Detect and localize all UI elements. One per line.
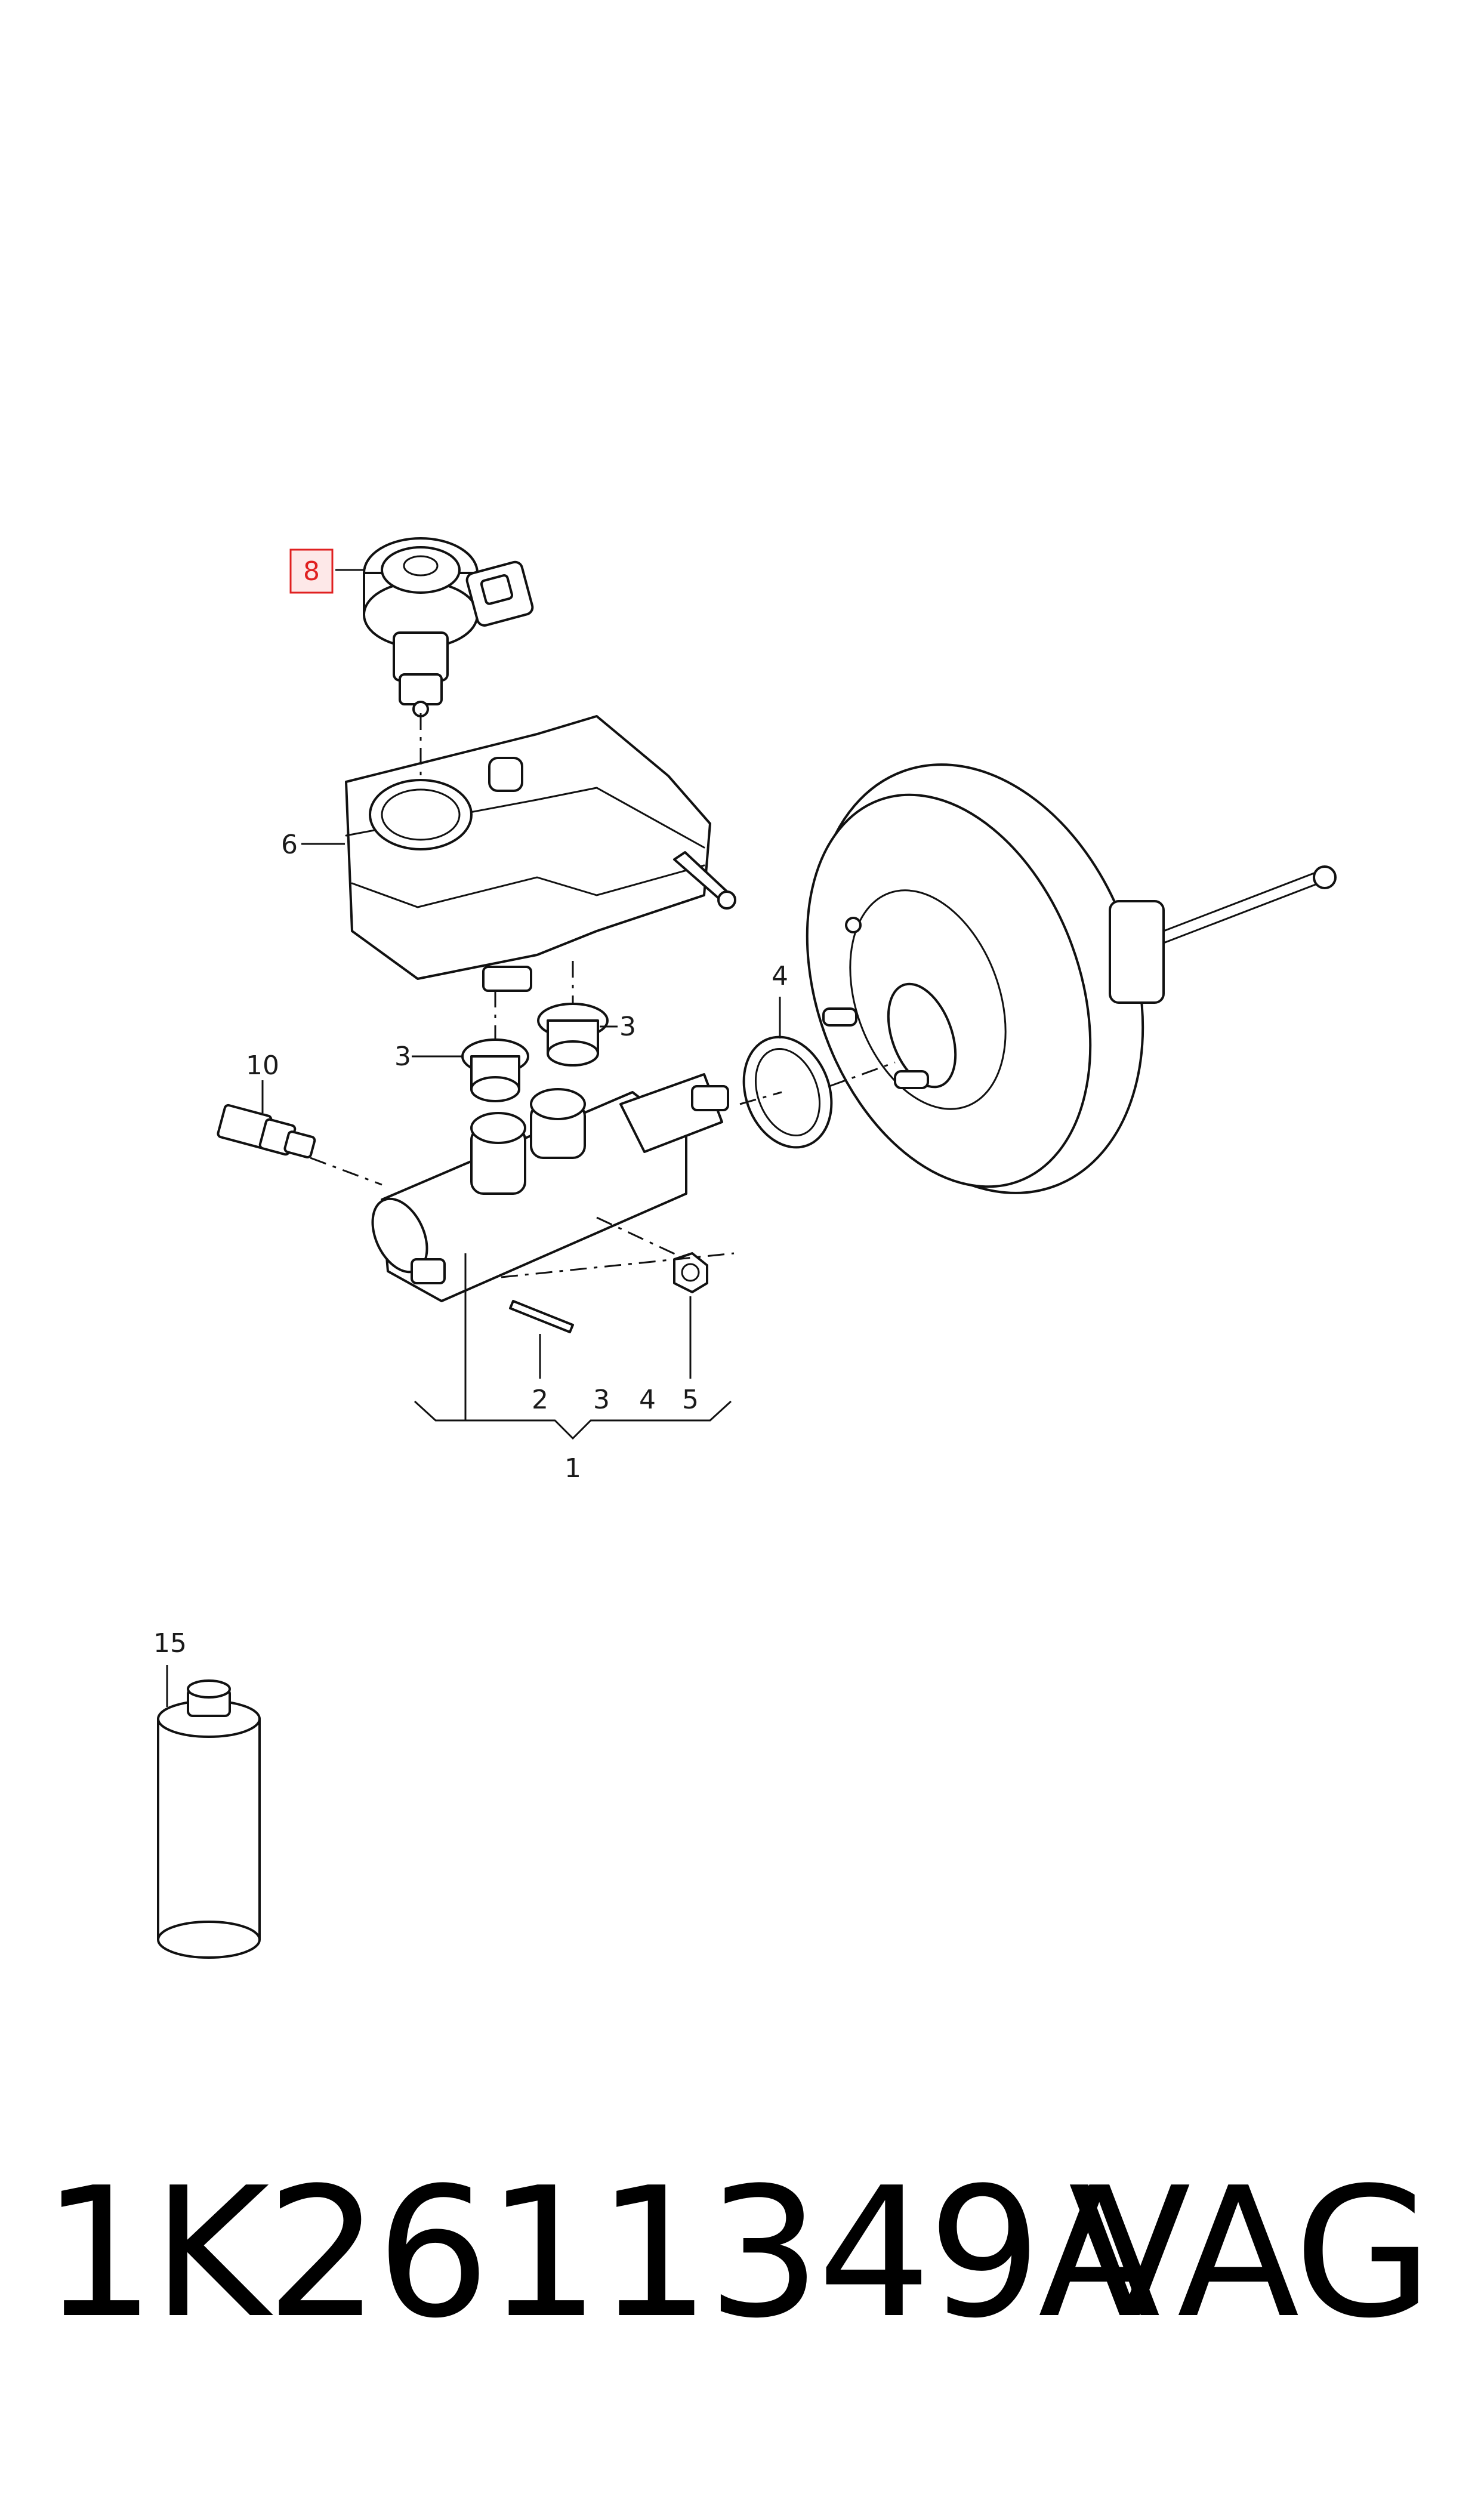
reservoir-cap-sensor [363,537,534,717]
guide-lines [310,713,896,1278]
parts-diagram: 8 6 3 3 4 10 2 3 4 5 1 15 [153,537,1337,1959]
callout-highlight-box [289,548,334,594]
callout-4[interactable]: 4 [772,961,788,991]
brand-name: VAG [1068,2149,1433,2357]
nut [673,1252,708,1293]
callout-3[interactable]: 3 [619,1012,636,1042]
seal-grommet [537,1003,609,1067]
callout-1[interactable]: 1 [564,1453,581,1484]
callout-5[interactable]: 5 [682,1385,699,1415]
brake-light-switch [217,1104,316,1158]
fluid-reservoir [345,715,736,992]
callout-6[interactable]: 6 [281,830,298,860]
callout-3[interactable]: 3 [394,1041,411,1072]
master-cylinder [371,1073,729,1302]
callout-3[interactable]: 3 [593,1385,610,1415]
brake-fluid-bottle [157,1679,261,1959]
part-number: 1K2611349A [42,2149,1161,2357]
footer: 1K2611349A VAG [0,2125,1484,2381]
callout-10[interactable]: 10 [246,1050,279,1081]
callout-8[interactable]: 8 [303,556,320,587]
pin [509,1300,574,1333]
callout-15[interactable]: 15 [153,1628,187,1659]
callout-labels: 8 6 3 3 4 10 2 3 4 5 1 15 [153,548,788,1659]
callout-4[interactable]: 4 [639,1385,656,1415]
seal-grommet [461,1038,529,1102]
callout-2[interactable]: 2 [532,1385,548,1415]
leader-lines [166,569,781,1707]
brake-booster [806,763,1337,1194]
gasket-ring [742,1035,833,1149]
